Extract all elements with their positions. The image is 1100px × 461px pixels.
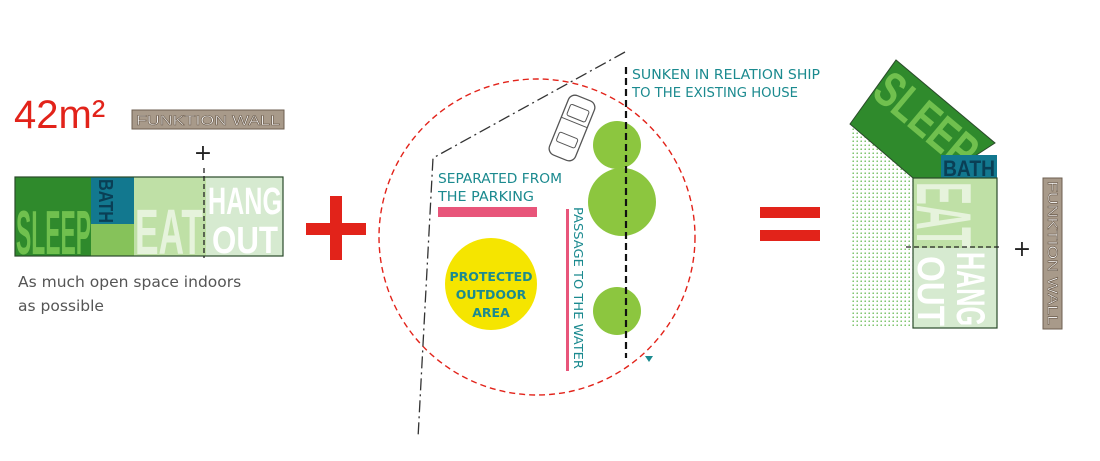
left-hang-label: HANG <box>208 181 282 223</box>
protected-label-line-3: AREA <box>472 305 510 320</box>
property-line <box>417 51 626 439</box>
funktion-wall-right-label: FUNKTION WALL <box>1045 181 1061 325</box>
right-eat-label: EAT <box>900 182 988 248</box>
funktion-wall-left-label: FUNKTION WALL <box>136 112 280 128</box>
site-boundary-circle <box>378 78 696 396</box>
caption-line-2: as possible <box>18 297 104 315</box>
passage-line <box>566 209 569 371</box>
protected-outdoor-area: PROTECTED OUTDOOR AREA <box>445 238 537 330</box>
tree-icon <box>593 287 641 335</box>
car-icon <box>548 94 596 162</box>
funktion-wall-right: FUNKTION WALL <box>1042 177 1063 330</box>
right-bath-label: BATH <box>943 156 995 181</box>
equals-operator: = <box>760 207 820 241</box>
protected-label-line-1: PROTECTED <box>449 269 532 284</box>
arrow-marker-icon <box>645 356 653 362</box>
right-hang-label: HANG <box>948 252 992 326</box>
right-eat-zone <box>913 178 997 248</box>
tree-icon <box>593 121 641 169</box>
sunken-label-line-2: TO THE EXISTING HOUSE <box>631 86 798 101</box>
tree-icon <box>588 168 656 236</box>
separated-label-line-1: SEPARATED FROM <box>438 172 562 187</box>
left-section: 42m² FUNKTION WALL + SLEEP BATH EAT HANG… <box>14 93 285 315</box>
sunken-label-line-1: SUNKEN IN RELATION SHIP <box>632 68 820 83</box>
big-plus-operator: + <box>306 196 366 260</box>
left-bath-label: BATH <box>94 179 116 223</box>
eat-zone <box>134 177 206 256</box>
right-hang-out-zone <box>913 248 997 328</box>
protected-label-line-2: OUTDOOR <box>456 287 527 302</box>
left-floor-plan: SLEEP BATH EAT HANG OUT <box>15 177 283 268</box>
bath-zone <box>91 177 134 224</box>
sleep-zone <box>15 177 91 256</box>
area-label: 42m² <box>14 93 105 137</box>
corridor-zone <box>91 224 134 256</box>
left-out-label: OUT <box>212 220 278 262</box>
left-sleep-label: SLEEP <box>16 199 91 268</box>
funktion-wall-left: FUNKTION WALL <box>131 109 285 130</box>
parking-separator-bar <box>438 207 537 217</box>
hang-out-zone <box>206 177 283 256</box>
site-diagram: SUNKEN IN RELATION SHIP TO THE EXISTING … <box>378 51 820 439</box>
separated-label-line-2: THE PARKING <box>437 190 534 205</box>
dotted-outdoor-area <box>850 124 913 328</box>
left-plus-sign: + <box>194 141 212 166</box>
caption-line-1: As much open space indoors <box>18 273 241 291</box>
left-eat-label: EAT <box>135 196 203 268</box>
right-bath-zone <box>941 155 997 179</box>
right-out-label: OUT <box>909 256 951 326</box>
right-result-plan: SLEEP BATH EAT HANG OUT + FUNKTION WALL <box>849 59 1063 330</box>
passage-label: PASSAGE TO THE WATER <box>571 207 586 369</box>
right-plus-sign: + <box>1013 237 1031 262</box>
